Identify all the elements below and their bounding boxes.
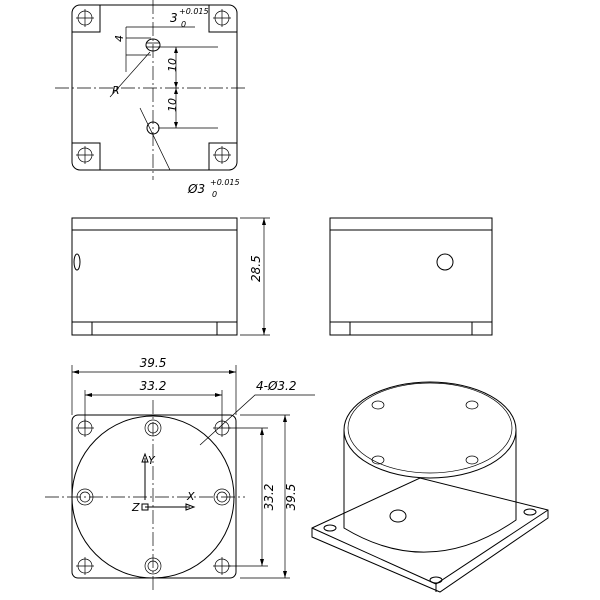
overall-width-label: 39.5 — [140, 356, 167, 370]
side-view — [329, 217, 493, 336]
slot-width-label: 3 — [170, 11, 178, 25]
bottom-view: Y X Z 39.5 33.2 4-Ø3.2 33.2 39.5 — [45, 356, 315, 590]
hole-dia-label: Ø3 — [187, 182, 205, 196]
screw-icons — [76, 419, 231, 575]
radius-label: R — [112, 84, 120, 97]
front-view: 28.5 — [71, 217, 270, 336]
slot-tol-upper: +0.015 — [179, 7, 209, 16]
spacing-lower-label: 10 — [166, 98, 179, 112]
hole-tol-upper: +0.015 — [210, 178, 240, 187]
height-label: 28.5 — [249, 255, 263, 282]
hole-spacing-y-label: 33.2 — [262, 484, 276, 511]
top-view: 3 +0.015 0 4 R 10 10 Ø3 +0.015 0 — [55, 0, 245, 199]
overall-height-label: 39.5 — [284, 484, 298, 511]
hole-callout-label: 4-Ø3.2 — [256, 379, 297, 393]
axis-z-label: Z — [131, 501, 140, 514]
hole-spacing-x-label: 33.2 — [140, 379, 167, 393]
hole-tol-lower: 0 — [212, 190, 217, 199]
axis-x-label: X — [186, 490, 195, 503]
slot-offset-label: 4 — [113, 35, 126, 42]
axis-y-label: Y — [148, 454, 156, 467]
isometric-view — [311, 381, 549, 593]
slot-tol-lower: 0 — [181, 20, 186, 29]
spacing-upper-label: 10 — [166, 58, 179, 72]
